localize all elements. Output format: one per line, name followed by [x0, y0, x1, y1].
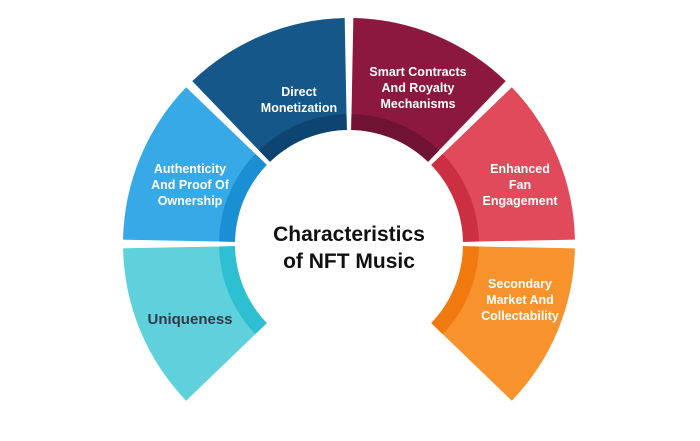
segment-accent-4: [429, 153, 479, 242]
center-title-line2: of NFT Music: [283, 250, 415, 273]
segment-accent-5: [429, 246, 479, 335]
center-title-line1: Characteristics: [273, 223, 425, 246]
segment-label-0: Uniqueness: [147, 311, 232, 328]
segment-accent-2: [258, 114, 347, 164]
segment-accent-1: [219, 153, 269, 242]
segment-accent-0: [219, 246, 269, 335]
segment-accent-3: [351, 114, 440, 164]
center-circle: [235, 130, 463, 358]
